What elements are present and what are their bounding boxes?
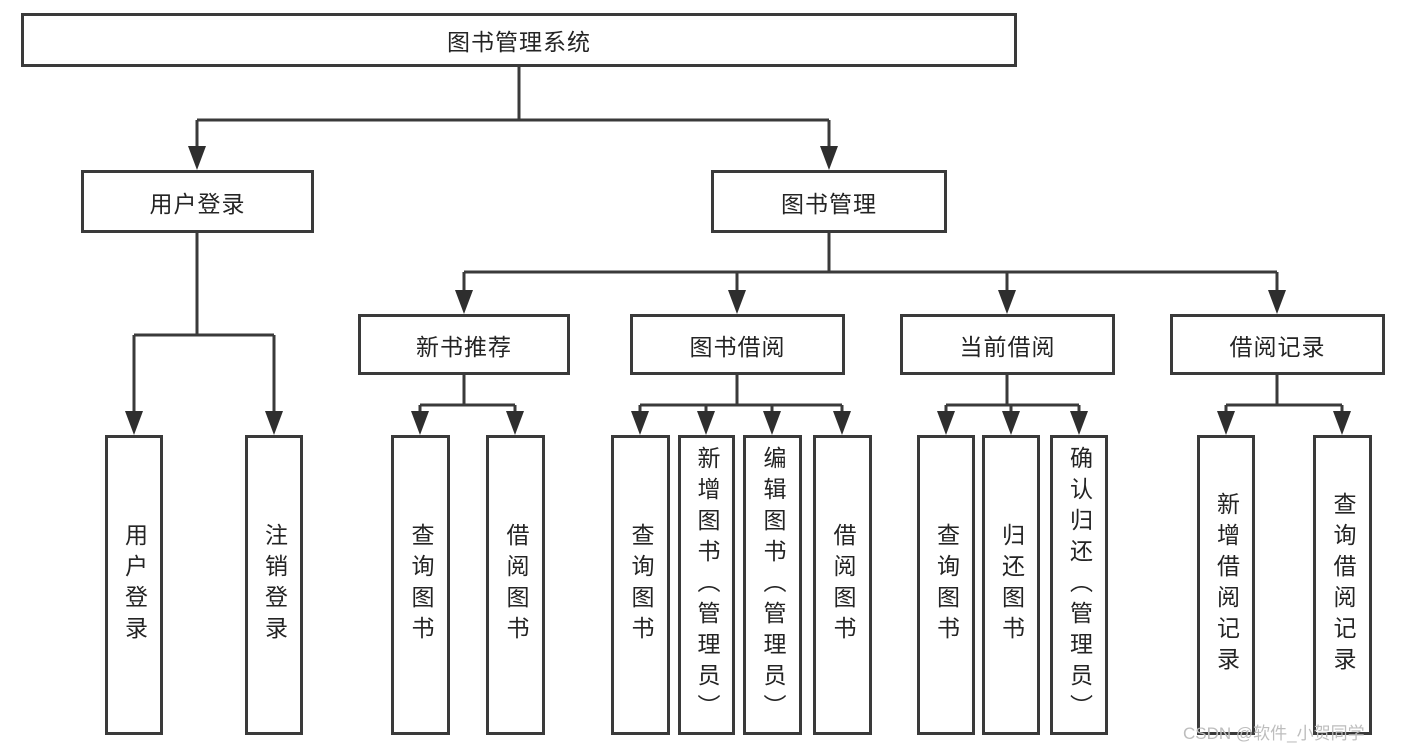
leaf-current-query-books-label: 查询图书 xyxy=(933,523,960,647)
leaf-logout-label: 注销登录 xyxy=(261,523,288,647)
leaf-logout: 注销登录 xyxy=(245,435,303,735)
arrowhead xyxy=(125,411,143,435)
arrowhead xyxy=(937,411,955,435)
csdn-watermark: CSDN @软件_小贺同学 xyxy=(1183,724,1365,743)
arrowhead xyxy=(188,146,206,170)
edge-borrow-to-children xyxy=(638,375,844,413)
edge-root-to-level2 xyxy=(195,67,831,148)
leaf-record-add-record-label: 新增借阅记录 xyxy=(1213,492,1240,678)
leaf-borrow-borrow-books: 借阅图书 xyxy=(813,435,872,735)
leaf-borrow-query-books-label: 查询图书 xyxy=(628,523,654,647)
arrowhead xyxy=(1070,411,1088,435)
leaf-current-confirm-return-admin-label: 确认归还（管理员） xyxy=(1066,445,1093,725)
node-book-manage: 图书管理 xyxy=(711,170,947,233)
arrowhead xyxy=(998,290,1016,314)
node-book-manage-label: 图书管理 xyxy=(781,190,877,217)
arrowhead xyxy=(1217,411,1235,435)
leaf-user-login: 用户登录 xyxy=(105,435,163,735)
leaf-user-login-label: 用户登录 xyxy=(121,523,148,647)
arrowhead xyxy=(455,290,473,314)
leaf-record-query-record-label: 查询借阅记录 xyxy=(1330,492,1356,678)
arrowhead xyxy=(820,146,838,170)
leaf-current-query-books: 查询图书 xyxy=(917,435,975,735)
leaf-borrow-edit-books-admin-label: 编辑图书（管理员） xyxy=(760,445,786,725)
leaf-current-confirm-return-admin: 确认归还（管理员） xyxy=(1050,435,1108,735)
leaf-rec-query-books-label: 查询图书 xyxy=(408,523,434,647)
arrowhead xyxy=(1002,411,1020,435)
leaf-record-query-record: 查询借阅记录 xyxy=(1313,435,1372,735)
arrowhead xyxy=(411,411,429,435)
node-root: 图书管理系统 xyxy=(21,13,1017,67)
node-book-borrow-label: 图书借阅 xyxy=(689,333,786,360)
arrowhead xyxy=(265,411,283,435)
node-borrow-record: 借阅记录 xyxy=(1170,314,1385,375)
leaf-rec-query-books: 查询图书 xyxy=(391,435,450,735)
node-new-book-rec-label: 新书推荐 xyxy=(416,333,512,360)
node-user-login: 用户登录 xyxy=(81,170,314,233)
node-book-borrow: 图书借阅 xyxy=(630,314,845,375)
leaf-rec-borrow-books: 借阅图书 xyxy=(486,435,545,735)
leaf-current-return-books-label: 归还图书 xyxy=(998,523,1025,647)
node-user-login-label: 用户登录 xyxy=(149,190,246,217)
leaf-record-add-record: 新增借阅记录 xyxy=(1197,435,1255,735)
arrowhead xyxy=(631,411,649,435)
leaf-borrow-borrow-books-label: 借阅图书 xyxy=(830,523,856,647)
arrowhead xyxy=(728,290,746,314)
edge-login-to-children xyxy=(132,233,276,413)
edge-record-to-children xyxy=(1224,375,1344,413)
leaf-borrow-add-books-admin: 新增图书（管理员） xyxy=(678,435,735,735)
node-borrow-record-label: 借阅记录 xyxy=(1229,333,1326,360)
arrowhead xyxy=(763,411,781,435)
arrowhead xyxy=(833,411,851,435)
node-current-borrow-label: 当前借阅 xyxy=(959,333,1056,360)
leaf-borrow-add-books-admin-label: 新增图书（管理员） xyxy=(694,445,720,725)
leaf-borrow-query-books: 查询图书 xyxy=(611,435,670,735)
node-new-book-rec: 新书推荐 xyxy=(358,314,570,375)
edge-current-to-children xyxy=(944,375,1081,413)
leaf-rec-borrow-books-label: 借阅图书 xyxy=(503,523,529,647)
arrowhead xyxy=(1268,290,1286,314)
edge-rec-to-children xyxy=(418,375,517,413)
arrowhead xyxy=(697,411,715,435)
node-root-label: 图书管理系统 xyxy=(447,29,591,55)
node-current-borrow: 当前借阅 xyxy=(900,314,1115,375)
arrowhead xyxy=(506,411,524,435)
edge-manage-to-level3 xyxy=(462,233,1279,292)
leaf-current-return-books: 归还图书 xyxy=(982,435,1040,735)
arrowhead xyxy=(1333,411,1351,435)
leaf-borrow-edit-books-admin: 编辑图书（管理员） xyxy=(743,435,802,735)
